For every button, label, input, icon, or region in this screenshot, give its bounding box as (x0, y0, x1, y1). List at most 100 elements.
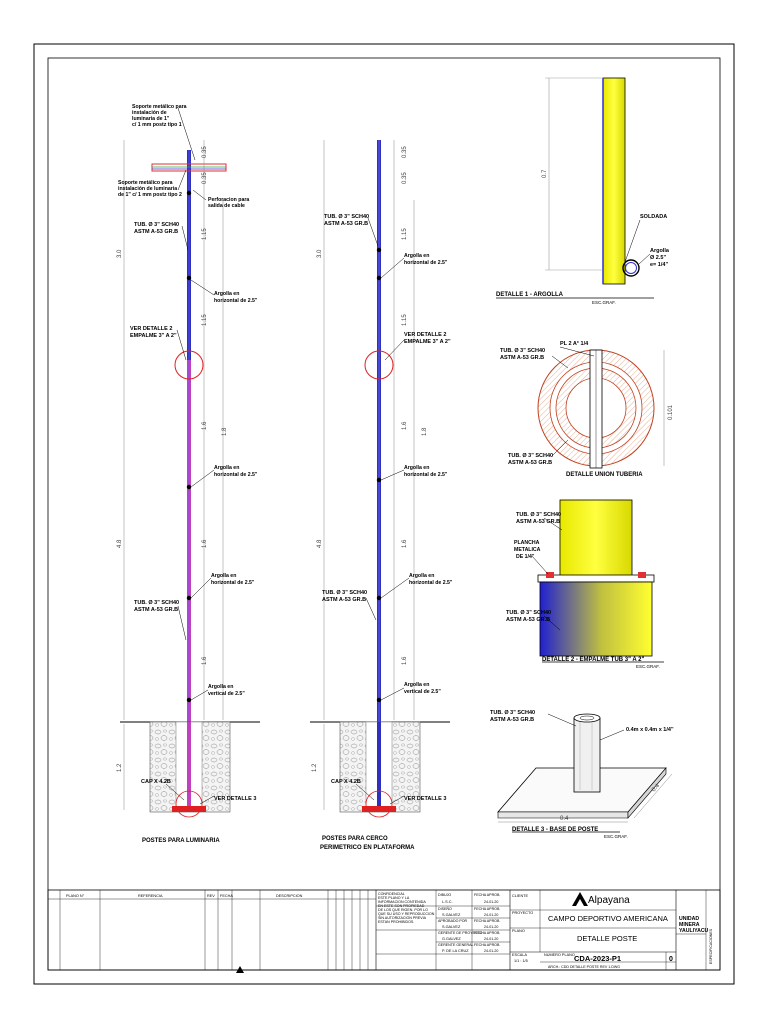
left-dim-48: 4.8 (117, 539, 123, 548)
detail-2-plate-l3: DE 1/4" (516, 554, 535, 560)
union-tube-top-l2: ASTM A-53 GR.B (500, 355, 544, 361)
left-callout-ring-4-l1: Argolla en (208, 684, 233, 690)
mid-pole-caption-l1: POSTES PARA CERCO (322, 836, 388, 842)
tb-header-date: FECHA (220, 894, 233, 898)
detail-3-plate-label: 0.4m x 0.4m x 1/4" (626, 727, 674, 733)
mid-pole-drawing (310, 140, 450, 818)
tb-plane: DETALLE POSTE (577, 934, 637, 943)
tb-date-label-1: FECHA APROB. (474, 907, 500, 911)
tb-note-l6: QUE SU USO Y REPRODUCCION (378, 912, 435, 916)
left-dim-16-c: 1.6 (202, 656, 208, 665)
tb-date-0: 24-01-20 (484, 900, 498, 904)
tb-date-label-2: FECHA APROB. (474, 919, 500, 923)
tb-rev: 0 (669, 956, 673, 963)
detail-2-plate-l2: METALICA (514, 547, 541, 553)
tb-role-1: DISEÑO (438, 906, 452, 911)
left-callout-tube-bottom-l2: ASTM A-53 GR.B (134, 607, 178, 613)
left-callout-detail-ref-l1: VER DETALLE 2 (130, 326, 172, 332)
detail-3-dim-b: 0.4 (651, 783, 661, 794)
mid-callout-tube-bottom-l2: ASTM A-53 GR.B (322, 597, 366, 603)
detail-2-drawing (531, 499, 655, 657)
detail-1-ring-l2: Ø 2.5" (650, 255, 666, 261)
tb-header-description: DESCRIPCION (276, 894, 303, 898)
detail-3-dim-a: 0.4 (560, 816, 569, 822)
tb-unit-l1: UNIDAD (679, 916, 699, 922)
left-callout-ring-4-l2: vertical de 2.5" (208, 691, 245, 697)
tb-note-l1: CONFIDENCIAL (378, 892, 405, 896)
tb-number: CDA-2023-P1 (574, 954, 621, 963)
union-detail-drawing (537, 346, 665, 469)
tb-role-2: APROBADO POR (438, 919, 468, 923)
left-dim-115-a: 1.15 (202, 228, 208, 240)
left-callout-perforation-l1: Perforacion para (208, 197, 249, 203)
mid-callout-detail-ref-l1: VER DETALLE 2 (404, 332, 446, 338)
tb-unit-l3: YAULIYACU (679, 928, 709, 934)
mid-dim-035-b: 0.35 (402, 172, 408, 184)
detail-3-drawing (497, 713, 673, 823)
union-tube-top-l1: TUB. Ø 3" SCH40 (500, 348, 545, 354)
left-callout-support-2-l3: de 1" c/ 1 mm postz tipo 2 (118, 192, 182, 198)
detail-1-ring-l1: Argolla (650, 248, 670, 254)
left-callout-tube-top-l1: TUB. Ø 3" SCH40 (134, 222, 179, 228)
left-dim-30: 3.0 (117, 249, 123, 258)
left-callout-support-1-l3: luminaria de 1" (132, 116, 170, 122)
left-callout-support-1-l2: instalación de (132, 110, 167, 116)
tb-note-l7: SIN AUTORIZACION PREVIA (378, 916, 427, 920)
mid-callout-cap: CAP X 4.2B (331, 779, 361, 785)
union-detail-title: DETALLE UNION TUBERIA (566, 472, 643, 478)
left-dim-12: 1.2 (117, 763, 123, 772)
left-callout-tube-bottom-l1: TUB. Ø 3" SCH40 (134, 600, 179, 606)
tb-date-2: 24-01-20 (484, 925, 498, 929)
tb-note-l5: DE LOS QUE RIGEN. POR LO (378, 908, 428, 912)
mid-dim-18: 1.8 (422, 427, 428, 436)
detail-3-tube-l2: ASTM A-53 GR.B (490, 717, 534, 723)
tb-plane-label: PLANO (512, 929, 525, 933)
union-dim: 0.101 (668, 404, 674, 420)
tb-archive: ARCH.: CDD DETALLE POSTE REV 1.DWG (548, 965, 620, 969)
left-callout-ring-1-l2: horizontal de 2.5" (214, 298, 258, 304)
tb-name-4: P. DE LA CRUZ (442, 949, 469, 953)
tb-name-0: L.S.C. (442, 900, 453, 904)
tb-note-l8: ESTAN PROHIBIDOS. (378, 920, 414, 924)
tb-role-0: DIBUJO (438, 893, 451, 897)
mid-callout-detail-ref-l2: EMPALME 3" A 2" (404, 339, 451, 345)
tb-note-l4: EN ESTE SON PROPIEDAD (378, 904, 425, 908)
tb-header-reference: REFERENCIA (138, 894, 163, 898)
tb-unit-l2: MINERA (679, 922, 700, 928)
detail-3-scale: ESC.GRAF. (604, 834, 628, 839)
tb-role-3: GERENTE DE PROYECTO (438, 931, 483, 935)
tb-role-4: GERENTE GENERAL (438, 943, 474, 947)
mid-callout-tube-bottom-l1: TUB. Ø 3" SCH40 (322, 590, 367, 596)
outer-border (33, 43, 735, 985)
detail-2-tube-top-l1: TUB. Ø 3" SCH40 (516, 512, 561, 518)
left-callout-tube-top-l2: ASTM A-53 GR.B (134, 229, 178, 235)
mid-callout-ring-3-l1: Argolla en (409, 573, 434, 579)
tb-header-rev: REV (207, 894, 215, 898)
mid-callout-detail-3-ref: VER DETALLE 3 (404, 796, 446, 802)
tb-date-3: 24-01-20 (484, 937, 498, 941)
mid-dim-115-b: 1.15 (402, 314, 408, 326)
mid-dim-16-b: 1.6 (402, 539, 408, 548)
tb-date-4: 24-01-20 (484, 949, 498, 953)
tb-spec-label: ESPECIFICACIONES (709, 928, 713, 964)
tb-company: Alpayana (588, 895, 630, 906)
detail-2-scale: ESC.GRAF. (636, 664, 660, 669)
left-callout-ring-3-l2: horizontal de 2.5" (211, 580, 255, 586)
left-callout-ring-1-l1: Argolla en (214, 291, 239, 297)
left-callout-cap: CAP X 4.2B (141, 779, 171, 785)
left-callout-detail-ref-l2: EMPALME 3" A 2" (130, 333, 177, 339)
left-callout-perforation-l2: salida de cable (208, 203, 245, 209)
tb-project: CAMPO DEPORTIVO AMERICANA (548, 914, 668, 923)
tb-date-1: 24-01-20 (484, 913, 498, 917)
tb-date-label-3: FECHA APROB. (474, 931, 500, 935)
mid-dim-12: 1.2 (312, 763, 318, 772)
mid-callout-ring-3-l2: horizontal de 2.5" (409, 580, 453, 586)
detail-1-title: DETALLE 1 - ARGOLLA (496, 292, 564, 298)
tb-note-l3: INFORMACION CONTENIDA (378, 900, 426, 904)
left-dim-115-b: 1.15 (202, 314, 208, 326)
detail-1-weld-label: SOLDADA (640, 214, 667, 220)
union-plate-label: PL 2 A° 1/4 (560, 341, 589, 347)
mid-dim-16-c: 1.6 (402, 656, 408, 665)
tb-date-label-4: FECHA APROB. (474, 943, 500, 947)
north-arrow-icon (236, 966, 244, 973)
